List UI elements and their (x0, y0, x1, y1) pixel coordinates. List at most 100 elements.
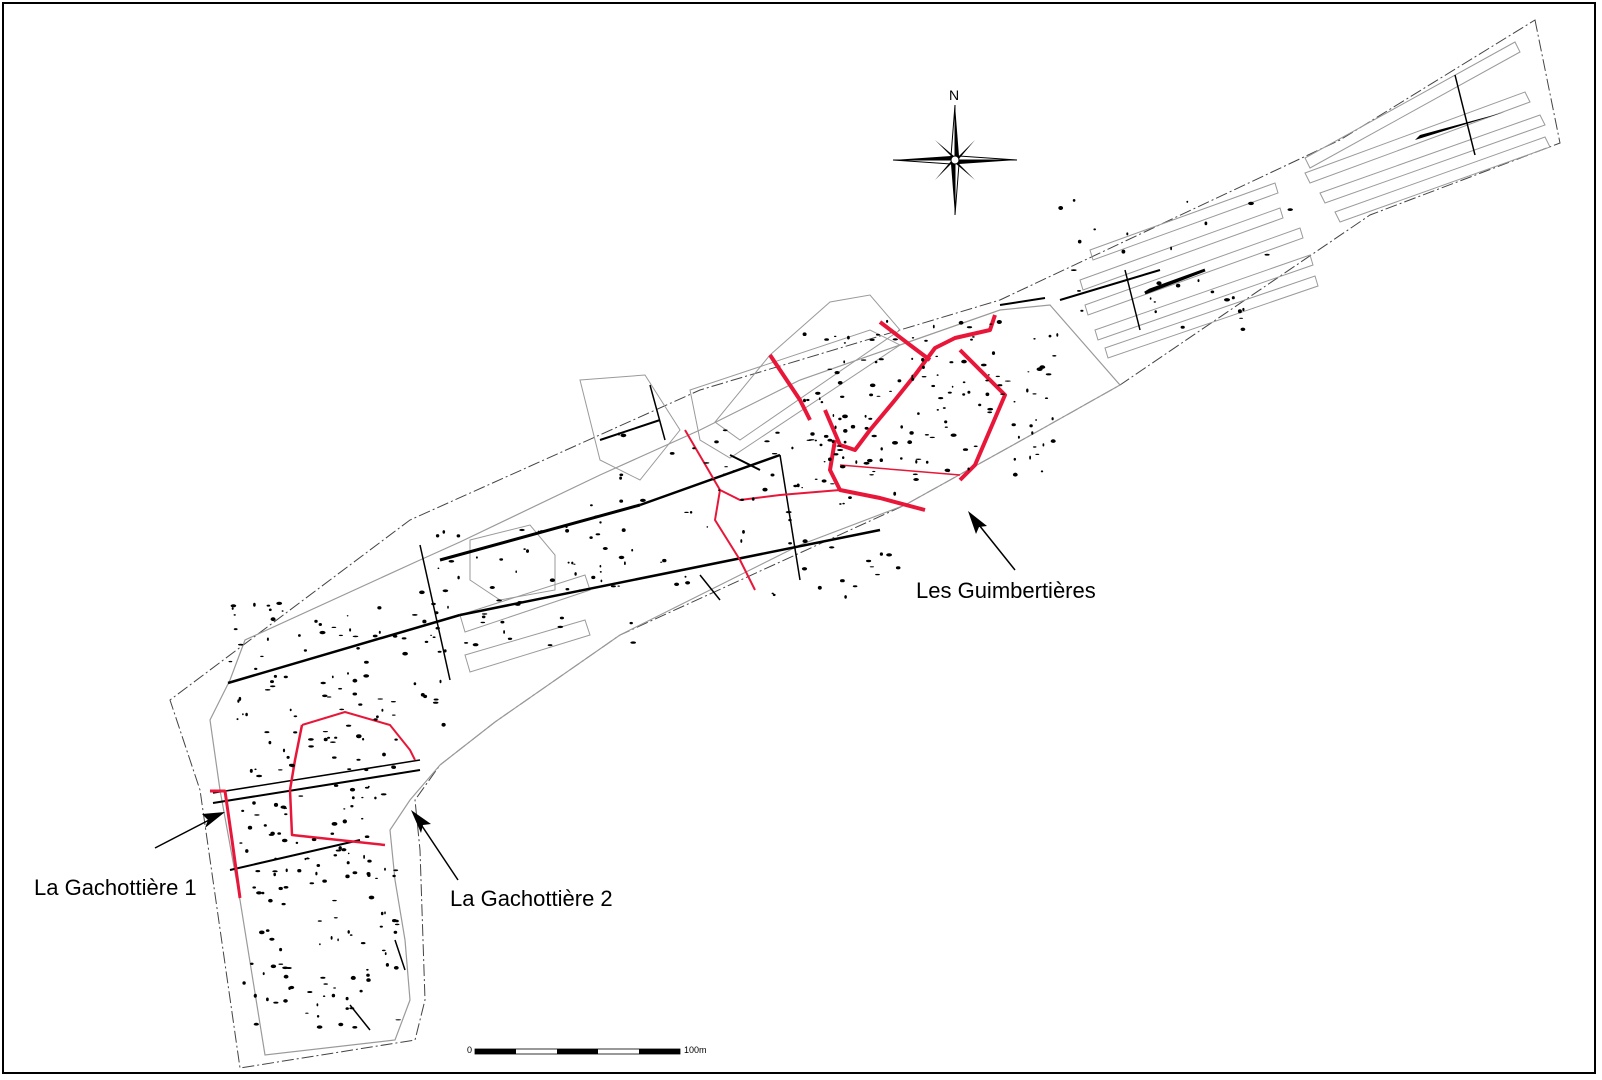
feature-pit (684, 575, 687, 578)
feature-pit (602, 547, 608, 550)
feature-pit (519, 528, 525, 532)
feature-pit (338, 687, 343, 690)
feature-pit (345, 996, 349, 1001)
feature-pit (801, 487, 803, 489)
feature-pit (842, 414, 848, 419)
feature-pit (980, 363, 987, 367)
feature-pit (837, 449, 844, 451)
pointer-arrow-icon (411, 810, 459, 881)
feature-pit (322, 694, 328, 698)
feature-pit (714, 440, 719, 444)
feature-pit (819, 397, 821, 401)
feature-pit (843, 429, 848, 433)
feature-pit (242, 713, 244, 716)
feature-pit (286, 967, 292, 969)
scale-end-label: 100m (684, 1045, 707, 1055)
feature-pit (442, 530, 446, 534)
feature-pit (771, 453, 778, 455)
feature-pit (685, 581, 691, 585)
feature-pit (254, 667, 258, 671)
feature-pit (442, 589, 449, 593)
feature-pit (806, 398, 810, 402)
site-label-gachottiere-2: La Gachottière 2 (450, 886, 613, 911)
feature-pit (228, 660, 233, 663)
feature-pit (855, 460, 858, 464)
feature-pit (273, 668, 280, 670)
feature-pit (860, 359, 867, 361)
feature-pit (331, 993, 336, 998)
feature-pit (820, 401, 824, 404)
feature-pit (819, 443, 823, 447)
feature-pit (238, 643, 244, 646)
feature-pit (435, 534, 440, 538)
feature-pit (878, 358, 884, 361)
feature-pit (338, 634, 343, 637)
feature-pit (662, 558, 667, 563)
feature-pit (434, 611, 439, 615)
feature-pit (594, 515, 600, 518)
feature-pit (273, 674, 277, 678)
feature-pit (352, 635, 359, 638)
feature-pit (618, 555, 625, 560)
feature-pit (381, 949, 386, 952)
feature-pit (345, 724, 352, 727)
feature-pit (1237, 309, 1242, 314)
feature-pit (617, 585, 620, 587)
feature-pit (1056, 333, 1059, 337)
feature-pit (900, 425, 903, 429)
feature-pit (317, 920, 322, 922)
feature-pit (949, 361, 954, 364)
feature-pit (333, 987, 337, 989)
feature-pit (496, 599, 502, 602)
feature-pit (674, 582, 680, 586)
feature-pit (932, 324, 935, 329)
feature-pit (893, 491, 897, 496)
feature-pit (268, 740, 272, 745)
feature-pit (886, 319, 889, 323)
feature-pit (595, 533, 601, 536)
feature-pit (921, 365, 925, 369)
feature-pit (259, 930, 265, 935)
feature-pit (1072, 199, 1076, 202)
feature-pit (833, 453, 839, 456)
feature-pit (273, 1001, 279, 1004)
feature-pit (523, 548, 526, 550)
feature-pit (281, 838, 288, 843)
feature-pit (333, 784, 339, 787)
feature-pit (962, 381, 966, 384)
feature-pit (361, 817, 364, 820)
feature-pit (349, 628, 352, 632)
feature-pit (1224, 298, 1230, 302)
feature-pit (311, 838, 317, 842)
feature-pit (332, 899, 337, 902)
feature-pit (840, 579, 845, 583)
feature-pit (565, 588, 570, 591)
feature-pit (230, 604, 237, 608)
feature-pit (843, 342, 847, 344)
feature-pit (540, 530, 544, 532)
feature-pit (1035, 453, 1040, 455)
feature-pit (844, 595, 847, 599)
feature-pit (419, 590, 425, 595)
feature-pit (379, 925, 383, 928)
feature-pit (1031, 431, 1034, 435)
feature-pit (307, 991, 313, 993)
feature-pit (843, 360, 846, 364)
feature-pit (1032, 393, 1037, 395)
feature-pit (869, 383, 876, 388)
feature-pit (238, 696, 242, 701)
feature-pit (303, 649, 307, 652)
feature-pit (823, 434, 829, 438)
feature-pit (270, 680, 274, 684)
feature-pit (480, 621, 486, 624)
feature-pit (330, 741, 336, 743)
feature-pit (499, 558, 504, 561)
feature-pit (270, 831, 275, 836)
feature-pit (322, 879, 327, 883)
feature-pit (447, 605, 449, 609)
feature-pit (1126, 232, 1129, 236)
feature-pit (1170, 246, 1172, 251)
ditches (212, 74, 1476, 1031)
feature-pit (361, 796, 364, 799)
feature-pit (295, 841, 299, 845)
